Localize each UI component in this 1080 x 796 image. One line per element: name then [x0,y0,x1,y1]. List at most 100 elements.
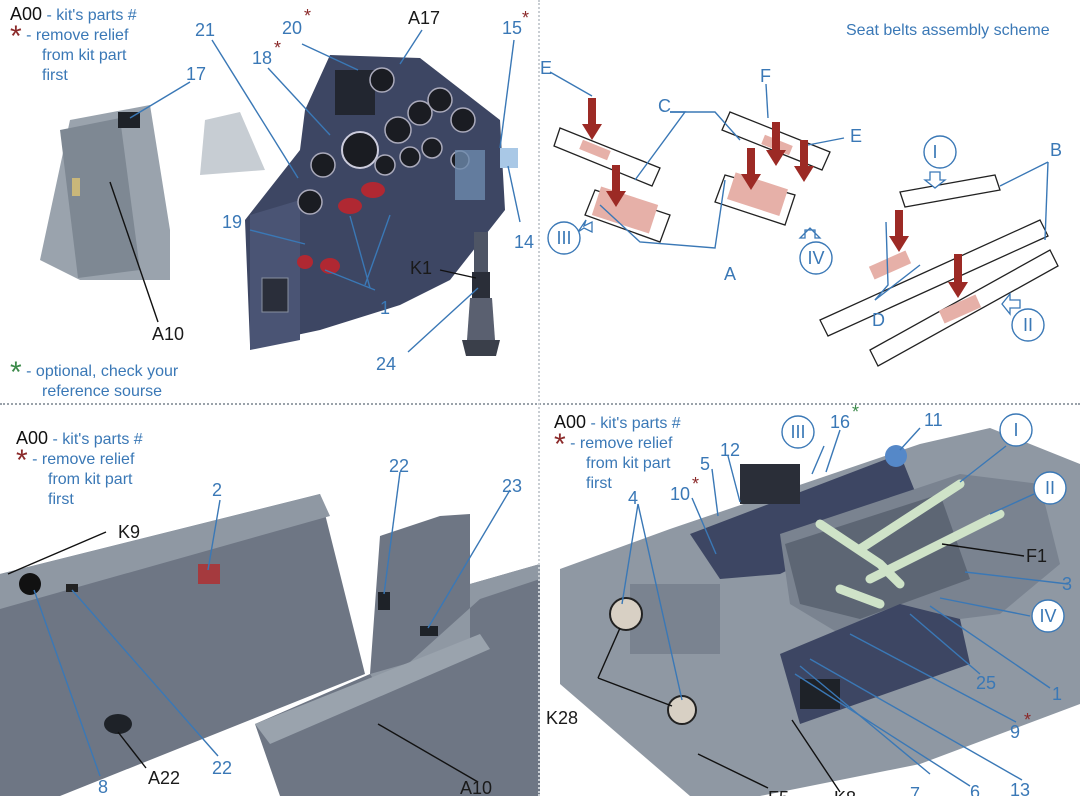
remove-relief-star-icon: * [304,6,311,26]
label-23: 23 [502,476,522,496]
label-k28: K28 [546,708,578,728]
legend-optional-text-1: - optional, check your [26,363,179,380]
leader-a10 [109,181,159,323]
belt-hatched-areas [579,134,982,324]
panel-cockpit-floor: III 16 * 11 I II 4 5 12 10 * F1 3 IV 25 … [540,404,1080,796]
label-a22: A22 [148,768,180,788]
remove-relief-star-icon: * [692,474,699,494]
seat-belts [815,479,1005,609]
right-wall-part [255,514,540,796]
label-8: 8 [98,777,108,796]
remove-relief-star-icon: * [274,38,281,58]
label-7: 7 [910,784,920,796]
label-numeral-ii: II [1045,478,1055,498]
panel-side-walls: 2 22 23 K9 8 A22 22 A10 A00 - kit's part… [0,404,540,796]
panel-seat-belts-scheme: Seat belts assembly scheme [540,0,1080,404]
instrument-panel-part [245,55,518,350]
label-10: 10 [670,484,690,504]
label-a10: A10 [152,324,184,344]
legend-parts-text: - kit's parts # [52,431,143,448]
label-numeral-iv: IV [1039,606,1056,626]
cockpit-floor-illustration: III 16 * 11 I II 4 5 12 10 * F1 3 IV 25 … [546,404,1080,796]
leader-lines [621,427,1069,787]
label-19: 19 [222,212,242,232]
optional-star-icon: * [10,356,22,389]
legend-remove-text-1: - remove relief [32,451,135,468]
label-5: 5 [700,454,710,474]
vertical-divider [538,0,540,796]
label-numeral-iii: III [556,228,571,248]
scheme-title: Seat belts assembly scheme [846,22,1050,39]
label-25: 25 [976,673,996,693]
label-24: 24 [376,354,396,374]
label-b: B [1050,140,1062,160]
legend-remove-text-3: first [42,67,68,84]
legend-remove-text-1: - remove relief [26,27,129,44]
roman-circles [547,135,1045,342]
label-numeral-i: I [932,142,937,162]
leader-lines [549,71,1049,301]
remove-relief-star-icon: * [10,20,22,53]
legend-remove-text-2: from kit part [586,455,671,472]
legend-optional: * - optional, check your reference sours… [10,358,179,402]
panel-instrument-assembly: 21 20 * A17 15 * 18 * 17 14 19 K1 1 A10 … [0,0,540,404]
label-21: 21 [195,20,215,40]
label-4: 4 [628,488,638,508]
label-k1: K1 [410,258,432,278]
legend-remove-text-2: from kit part [48,471,133,488]
side-walls-illustration: 2 22 23 K9 8 A22 22 A10 [0,456,540,796]
label-numeral-ii: II [1023,315,1033,335]
label-1: 1 [380,298,390,318]
label-11: 11 [924,410,943,430]
remove-relief-star-icon: * [1024,710,1031,730]
label-2: 2 [212,480,222,500]
label-c: C [658,96,671,116]
label-13: 13 [1010,780,1030,796]
label-9: 9 [1010,722,1020,742]
insertion-arrows [582,98,968,298]
label-f1: F1 [1026,546,1047,566]
label-20: 20 [282,18,302,38]
label-numeral-iv: IV [807,248,824,268]
label-k8: K8 [834,788,856,796]
optional-star-icon: * [852,404,859,422]
legend-parts-code: A00 [10,4,43,24]
side-wall-part [40,105,265,280]
label-15: 15 [502,18,522,38]
label-3: 3 [1062,574,1072,594]
legend-remove-text-1: - remove relief [570,435,673,452]
instrument-panel-illustration: 21 20 * A17 15 * 18 * 17 14 19 K1 1 A10 … [40,6,534,374]
label-22-top: 22 [389,456,409,476]
label-a17: A17 [408,8,440,28]
label-a: A [724,264,736,284]
legend-bottom-left: A00 - kit's parts # * - remove relief fr… [16,428,143,510]
legend-remove-text-3: first [48,491,74,508]
seat-belts-illustration: E F C E I B III IV A D II [540,58,1062,367]
label-numeral-iii: III [790,422,805,442]
remove-relief-star-icon: * [554,428,566,461]
legend-remove-text-3: first [586,475,612,492]
label-22-bottom: 22 [212,758,232,778]
legend-parts-text: - kit's parts # [46,7,137,24]
label-6: 6 [970,782,980,796]
leader-lines [33,471,511,777]
remove-relief-star-icon: * [16,444,28,477]
legend-bottom-right: A00 - kit's parts # * - remove relief fr… [554,412,681,494]
legend-parts-code: A00 [554,412,587,432]
label-a10: A10 [460,778,492,796]
label-numeral-i: I [1013,420,1018,440]
horizontal-divider [0,403,1080,405]
leader-k1 [439,269,477,279]
legend-parts-code: A00 [16,428,49,448]
control-stick-part [462,232,500,356]
roman-circles [781,413,1067,633]
remove-relief-star-icon: * [522,8,529,28]
label-16: 16 [830,412,850,432]
label-18: 18 [252,48,272,68]
leader-lines [129,29,521,353]
label-e-right: E [850,126,862,146]
legend-parts-text: - kit's parts # [590,415,681,432]
label-12: 12 [720,440,740,460]
label-1: 1 [1052,684,1062,704]
rudder-pedals [609,597,840,725]
